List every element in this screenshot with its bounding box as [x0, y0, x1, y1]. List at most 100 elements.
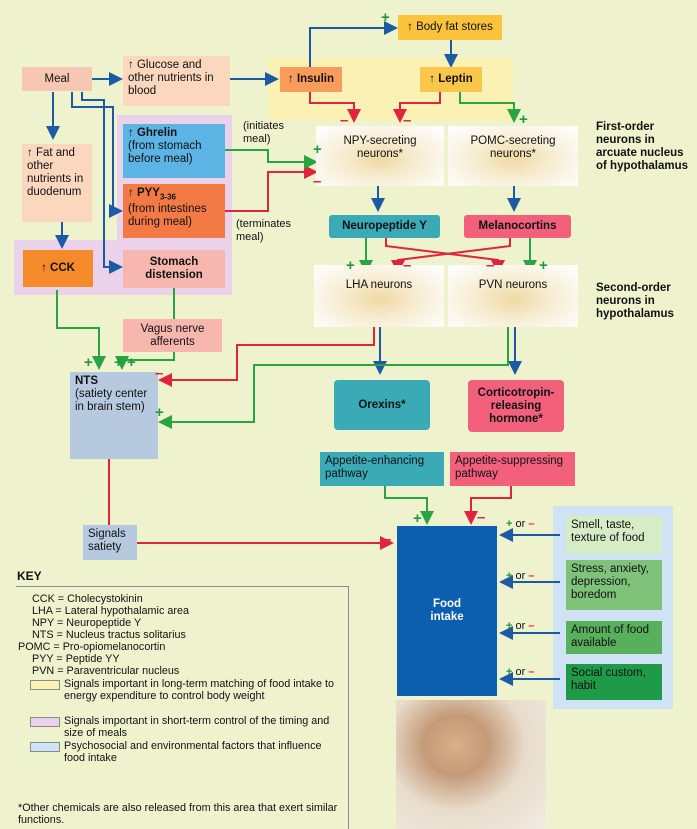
arrow-pyy-npy [225, 165, 318, 212]
plus-sign: + [155, 404, 164, 421]
arrow-pvn-nts [158, 325, 509, 429]
key-abbrev-item: NPY = Neuropeptide Y [32, 617, 142, 629]
smell-box: Smell, taste, texture of food [566, 516, 662, 554]
amount-label: Amount of food available [571, 624, 649, 649]
food-photo [396, 700, 546, 829]
up-arrow-icon: ↑ [407, 21, 413, 33]
arrow-enhance-food [384, 485, 434, 525]
key-abbreviations: CCK = Cholecystokinin LHA = Lateral hypo… [18, 593, 338, 677]
leptin-label: Leptin [438, 73, 473, 85]
pyy-box: ↑ PYY3-36 (from intestines during meal) [123, 184, 225, 238]
minus-sign: – [477, 509, 486, 526]
key-footnote: *Other chemicals are also released from … [18, 802, 338, 826]
stress-box: Stress, anxiety, depression, boredom [566, 560, 662, 610]
minus-sign: – [155, 365, 164, 382]
ghrelin-title: Ghrelin [136, 127, 178, 139]
pvn-neurons: PVN neurons [448, 265, 578, 327]
plus-sign: + [413, 510, 422, 527]
up-arrow-icon: ↑ [287, 73, 294, 85]
crh-box: Corticotropin-releasing hormone* [468, 380, 564, 432]
arrow-vagus-nts [115, 352, 175, 370]
up-arrow-icon: ↑ [27, 147, 33, 159]
melanocortins-label: Melanocortins [478, 220, 557, 232]
key-abbrev-item: PYY = Peptide YY [32, 653, 120, 665]
minus-sign: – [403, 112, 412, 129]
insulin-box: ↑ Insulin [280, 67, 342, 92]
arrow-ghrelin-npy [225, 149, 318, 169]
pyy-detail: (from intestines during meal) [128, 203, 207, 229]
glucose-box: ↑ Glucose and other nutrients in blood [123, 56, 230, 106]
or-label: + or – [506, 666, 535, 678]
food-intake-label: Food intake [430, 598, 464, 623]
nts-box: NTS (satiety center in brain stem) [70, 372, 158, 459]
plus-sign: + [539, 257, 548, 274]
arrow-meal-stomach [81, 92, 123, 274]
minus-sign: – [313, 173, 322, 190]
up-arrow-icon: ↑ [429, 73, 436, 85]
pyy-title: PYY [136, 187, 160, 199]
appetite-enhancing-label: Appetite-enhancing pathway [325, 455, 425, 480]
plus-sign: + [84, 354, 93, 371]
or-label: + or – [506, 518, 535, 530]
pomc-neurons: POMC-secreting neurons* [448, 126, 578, 186]
pvn-neurons-label: PVN neurons [478, 279, 548, 291]
lha-neurons-label: LHA neurons [345, 279, 413, 291]
arrow-insulin-npy [309, 92, 361, 123]
up-arrow-icon: ↑ [128, 59, 134, 71]
key-abbrev-item: LHA = Lateral hypothalamic area [32, 605, 189, 617]
key-abbrev-item: CCK = Cholecystokinin [32, 593, 143, 605]
minus-sign: – [486, 257, 495, 274]
minus-sign: – [340, 112, 349, 129]
fat-duodenum-label: Fat and other nutrients in duodenum [27, 147, 84, 198]
plus-sign: + [381, 9, 390, 26]
nts-title: NTS [75, 375, 98, 387]
legend-long-term: Signals important in long-term matching … [30, 678, 340, 702]
body-fat-box: ↑ Body fat stores [398, 15, 502, 40]
ghrelin-detail: (from stomach before meal) [128, 140, 202, 165]
signals-satiety-label: Signals satiety [88, 528, 126, 553]
plus-sign: + [519, 111, 528, 128]
vagus-box: Vagus nerve afferents [123, 319, 222, 352]
first-order-label: First-order neurons in arcuate nucleus o… [596, 121, 689, 172]
nts-detail: (satiety center in brain stem) [75, 388, 148, 413]
leptin-box: ↑ Leptin [420, 67, 482, 92]
glucose-label: Glucose and other nutrients in blood [128, 59, 214, 97]
npy-neurons: NPY-secreting neurons* [316, 126, 444, 186]
cck-label: CCK [50, 262, 75, 274]
arrow-insulin-bodyfat [309, 21, 398, 67]
up-arrow-icon: ↑ [128, 187, 134, 199]
npy-neurons-label: NPY-secreting neurons* [343, 135, 417, 160]
pomc-neurons-label: POMC-secreting neurons* [470, 135, 556, 160]
arrow-leptin-npy [393, 92, 441, 123]
appetite-suppressing-label: Appetite-suppressing pathway [455, 455, 564, 480]
legend-long-label: Signals important in long-term matching … [64, 678, 335, 702]
legend-psych-label: Psychosocial and environmental factors t… [64, 740, 322, 764]
legend-short-label: Signals important in short-term control … [64, 715, 330, 739]
legend-psychosocial: Psychosocial and environmental factors t… [30, 740, 340, 764]
key-box [16, 586, 349, 829]
stress-label: Stress, anxiety, depression, boredom [571, 563, 649, 601]
body-fat-label: Body fat stores [416, 21, 493, 33]
plus-sign: + [313, 141, 322, 158]
insulin-label: Insulin [296, 73, 334, 85]
psychosocial-swatch [30, 742, 60, 752]
key-abbrev-item: NTS = Nucleus tractus solitarius [32, 629, 186, 641]
social-box: Social custom, habit [566, 664, 662, 700]
neuropeptide-y-box: Neuropeptide Y [329, 215, 440, 238]
social-label: Social custom, habit [571, 667, 646, 692]
legend-short-term: Signals important in short-term control … [30, 715, 340, 739]
pyy-subscript: 3-36 [159, 192, 176, 202]
or-label: + or – [506, 620, 535, 632]
arrow-meal-pyy [71, 92, 123, 218]
key-abbrev-item: POMC = Pro-opiomelanocortin [18, 641, 166, 653]
long-term-swatch [30, 680, 60, 690]
plus-sign: + [127, 354, 136, 371]
stomach-label: Stomach distension [145, 256, 203, 281]
arrow-suppress-food [464, 485, 512, 525]
arrow-lha-nts [158, 325, 375, 387]
crh-label: Corticotropin-releasing hormone* [477, 386, 555, 425]
arrow-cck-nts [56, 290, 106, 370]
up-arrow-icon: ↑ [41, 262, 47, 274]
